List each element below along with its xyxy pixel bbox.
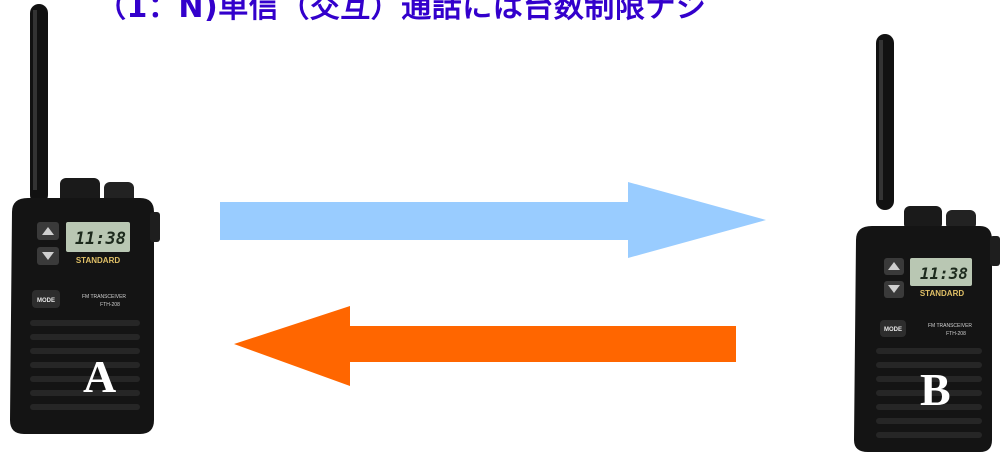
- lcd-display: [66, 222, 130, 252]
- mode-label: MODE: [37, 298, 55, 304]
- arrow-b-to-a: [232, 304, 738, 390]
- right-arrow-icon: [220, 182, 766, 258]
- left-arrow-icon: [234, 306, 736, 386]
- volume-knob: [904, 206, 942, 230]
- volume-knob: [60, 178, 100, 204]
- model-line-2: FTH-208: [946, 331, 966, 337]
- radio-label-b: B: [920, 364, 951, 415]
- walkie-talkie-b-image: 11:38 STANDARD MODE FM TRANSCEIVER FTH-2…: [854, 34, 1000, 452]
- model-line-2: FTH-208: [100, 302, 120, 308]
- arrow-a-to-b: [218, 180, 768, 260]
- brand-label: STANDARD: [76, 256, 121, 265]
- down-arrow-icon: [42, 252, 54, 260]
- display-time: 11:38: [75, 229, 126, 249]
- display-time: 11:38: [920, 264, 968, 283]
- antenna: [30, 4, 48, 204]
- radio-a: 11:38 STANDARD MODE FM TRANSCEIVER FTH-2…: [0, 0, 175, 440]
- mode-button: [32, 290, 60, 308]
- page-title: （1：N)単信（交互）通話には台数制限ナシ: [96, 0, 707, 25]
- mode-label: MODE: [884, 327, 902, 333]
- lcd-display: [910, 258, 972, 286]
- model-line-1: FM TRANSCEIVER: [928, 323, 972, 329]
- walkie-talkie-a-image: 11:38 STANDARD MODE FM TRANSCEIVER FTH-2…: [10, 4, 160, 434]
- radio-b: 11:38 STANDARD MODE FM TRANSCEIVER FTH-2…: [840, 30, 1002, 454]
- brand-label: STANDARD: [920, 289, 965, 298]
- antenna: [876, 34, 894, 210]
- up-arrow-icon: [42, 227, 54, 235]
- channel-knob: [946, 210, 976, 230]
- up-arrow-icon: [888, 262, 900, 270]
- speaker-grille: [30, 320, 140, 410]
- speaker-grille: [876, 348, 982, 438]
- radio-label-a: A: [83, 351, 117, 402]
- model-line-1: FM TRANSCEIVER: [82, 294, 126, 300]
- down-arrow-icon: [888, 285, 900, 293]
- mode-button: [880, 320, 906, 337]
